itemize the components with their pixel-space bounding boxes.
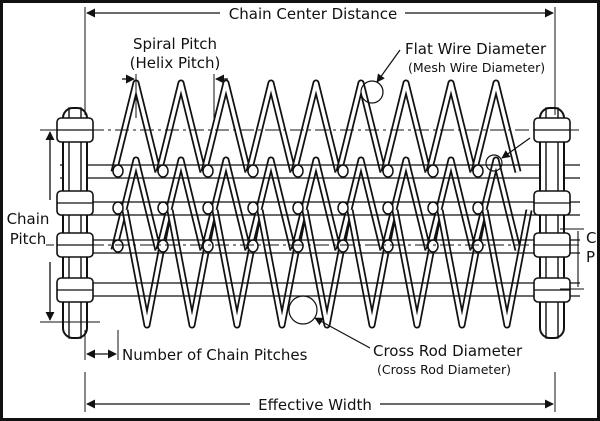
pin-callout-circle: [485, 154, 503, 172]
spiral-wire: [292, 81, 340, 173]
spiral-wire: [472, 158, 520, 251]
sprockets: [56, 107, 571, 339]
wire-loop: [202, 239, 214, 253]
cross-rod-leader: [314, 317, 371, 349]
wire-loop: [472, 201, 484, 215]
spiral-wire: [382, 158, 430, 251]
spiral-wire: [427, 81, 475, 173]
wire-loop: [247, 164, 259, 178]
spiral-wire: [382, 81, 430, 173]
effective-width-label: Effective Width: [258, 396, 372, 414]
spiral-wire: [247, 158, 295, 251]
right-clipped-label-line2: P: [586, 248, 595, 266]
cross-rod-diameter-sub-label: (Cross Rod Diameter): [377, 362, 511, 377]
wire-loop: [427, 201, 439, 215]
wire-loop: [427, 164, 439, 178]
wire-loop: [157, 239, 169, 253]
mesh-wire-diameter-label: (Mesh Wire Diameter): [408, 60, 545, 75]
left-sprocket-chain-inner: [68, 107, 82, 339]
wire-loop: [427, 239, 439, 253]
wire-loop: [112, 201, 124, 215]
wire-loop: [157, 201, 169, 215]
cross-rod-callout-circle: [288, 295, 318, 325]
wire-loop: [157, 164, 169, 178]
helix-pitch-label: (Helix Pitch): [130, 54, 221, 72]
cross-rod-diameter-label: Cross Rod Diameter: [373, 342, 523, 360]
wire-loop: [292, 164, 304, 178]
wire-loop: [472, 164, 484, 178]
wire-loop: [382, 164, 394, 178]
number-of-chain-pitches-label: Number of Chain Pitches: [122, 346, 308, 364]
wire-loop: [247, 239, 259, 253]
wire-loop: [472, 239, 484, 253]
spiral-wire: [483, 209, 531, 327]
wire-loop: [382, 239, 394, 253]
wire-loop: [202, 164, 214, 178]
wire-loop: [112, 164, 124, 178]
wire-loop: [292, 239, 304, 253]
wire-loop: [337, 201, 349, 215]
spiral-wire: [337, 158, 385, 251]
spiral-wire: [472, 81, 520, 173]
wire-loop: [337, 239, 349, 253]
chain-pitch-label-line2: Pitch: [10, 230, 47, 248]
wire-loop: [247, 201, 259, 215]
spiral-wire: [157, 158, 205, 251]
chain-pitch-label-bg: [6, 203, 46, 253]
chain-pitch-label-line1: Chain: [7, 210, 50, 228]
spiral-pitch-label: Spiral Pitch: [133, 35, 217, 53]
wire-loop: [292, 201, 304, 215]
spiral-wire: [337, 81, 385, 173]
flat-wire-leader: [376, 49, 401, 83]
spiral-wire: [247, 81, 295, 173]
wire-loop: [382, 201, 394, 215]
flat-wire-diameter-label: Flat Wire Diameter: [405, 40, 547, 58]
spiral-wire: [427, 158, 475, 251]
spiral-mesh: [110, 79, 533, 329]
spiral-wire: [481, 209, 533, 329]
chain-center-distance-label: Chain Center Distance: [229, 5, 397, 23]
wire-loop: [337, 164, 349, 178]
spiral-wire: [157, 81, 205, 173]
right-clipped-label-line1: C: [586, 229, 596, 247]
wire-loop: [202, 201, 214, 215]
flat-wire-callout-circle: [360, 80, 384, 104]
spiral-wire: [202, 81, 250, 173]
spiral-wire: [112, 158, 160, 251]
right-sprocket-chain-inner: [545, 107, 559, 339]
wire-loop: [112, 239, 124, 253]
pin-callout-leader: [501, 137, 531, 159]
cross-rods: [40, 129, 580, 297]
spiral-wire: [202, 158, 250, 251]
spiral-wire: [292, 158, 340, 251]
